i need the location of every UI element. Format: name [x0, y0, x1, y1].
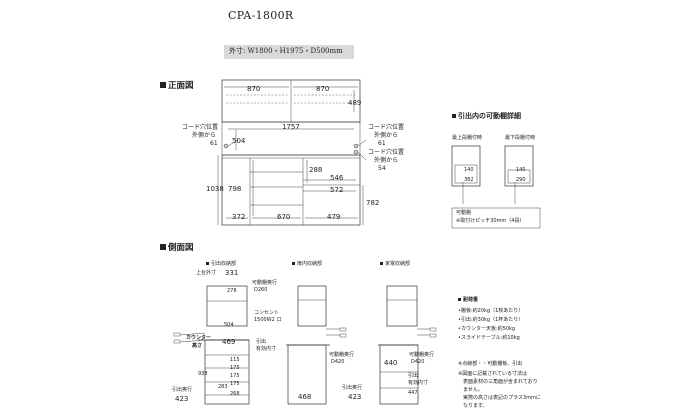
side-423b: 423 — [348, 393, 362, 401]
side-outlet-val: 1500W2 口 — [254, 317, 282, 323]
side-468: 468 — [298, 393, 312, 401]
cord-61b: 61 — [378, 140, 386, 147]
detail-290: 290 — [516, 177, 526, 183]
note-3: ません。 — [458, 387, 483, 393]
side-shelf-d2-val: D420 — [331, 359, 345, 365]
side-331: 331 — [225, 269, 239, 277]
side-top-out: 上台外寸 — [196, 270, 217, 276]
side-out-d2: 引出奥行 — [342, 385, 363, 391]
dim-288: 288 — [309, 166, 323, 174]
dim-top-left: 870 — [247, 85, 261, 93]
side-shelf-d3-val: D420 — [411, 359, 425, 365]
side-pull: 引出 — [256, 339, 267, 345]
load-item-3: •カウンター天板:約50kg — [458, 326, 516, 332]
note-4: 実際の高さは表記のプラス3mmに — [458, 395, 541, 401]
cord-outer-left: 外側から — [192, 132, 217, 139]
side-appliance-title: 家電収納部 — [380, 262, 410, 267]
note-5: なります。 — [458, 403, 488, 409]
side-447: 447 — [408, 390, 418, 396]
cord-label-right: コード穴位置 — [368, 124, 405, 131]
dim-572: 572 — [330, 186, 344, 194]
side-out-d: 引出奥行 — [172, 387, 193, 393]
side-423: 423 — [175, 395, 189, 403]
load-item-2: •引出:約30kg（1杯あたり） — [458, 317, 524, 323]
note-2: 表面素材の三角面が含まれており — [458, 379, 538, 385]
side-440: 440 — [384, 359, 398, 367]
detail-140b: 140 — [516, 167, 526, 173]
detail-140: 140 — [464, 167, 474, 173]
load-title: 耐荷重 — [458, 298, 478, 303]
side-pull3: 引出 — [408, 373, 419, 379]
side-504: 504 — [224, 322, 234, 328]
dim-479: 479 — [327, 213, 341, 221]
detail-note-2: ※取付けピッチ30mm（4段） — [456, 218, 525, 224]
size-label: 外寸: W1800・H1975・D500mm — [229, 47, 343, 55]
side-pull4: 有効内寸 — [408, 380, 429, 386]
side-115: 115 — [230, 357, 240, 363]
side-469: 469 — [222, 338, 236, 346]
side-counter2: 高さ — [192, 343, 203, 349]
detail-note-1: 可動棚 — [456, 210, 472, 216]
side-938: 938 — [198, 371, 208, 377]
dim-782: 782 — [366, 199, 380, 207]
page-title: CPA-1800R — [228, 9, 294, 22]
side-175b: 175 — [230, 373, 240, 379]
detail-382: 382 — [464, 177, 474, 183]
side-shelf-d3: 可動棚奥行 — [409, 352, 435, 358]
detail-bottom-label: 最下段棚付時 — [505, 135, 536, 141]
dim-670: 670 — [277, 213, 291, 221]
note-1: ※図面に記載されている寸法は — [458, 371, 528, 377]
dim-372: 372 — [232, 213, 246, 221]
load-item-1: •棚板:約20kg（1枚あたり） — [458, 308, 524, 314]
cord-outer-right2: 外側から — [374, 157, 399, 164]
dim-546: 546 — [330, 174, 344, 182]
cord-label-right2: コード穴位置 — [368, 149, 405, 156]
side-counter: カウンター — [186, 335, 212, 341]
cord-label-left: コード穴位置 — [182, 124, 219, 131]
cord-54: 54 — [378, 165, 386, 172]
dim-1757: 1757 — [282, 123, 300, 131]
side-pull2: 有効内寸 — [256, 346, 277, 352]
cord-outer-right: 外側から — [374, 132, 399, 139]
side-shelf-d2: 可動棚奥行 — [329, 352, 355, 358]
side-278: 278 — [227, 288, 237, 294]
front-section-title: 正面図 — [160, 82, 194, 91]
dim-top-right: 870 — [316, 85, 330, 93]
side-283: 283 — [218, 384, 228, 390]
side-shelf-d-val: D260 — [254, 287, 268, 293]
side-section-title: 側面図 — [160, 244, 194, 253]
side-175c: 175 — [230, 381, 240, 387]
side-shelf-title: 扉内収納部 — [292, 262, 322, 267]
load-item-4: •スライドテーブル:約10kg — [458, 335, 520, 341]
dim-798: 798 — [228, 185, 242, 193]
dim-504: 504 — [232, 137, 246, 145]
detail-top-label: 最上段棚付時 — [452, 135, 483, 141]
cord-61a: 61 — [210, 140, 218, 147]
side-drawer-title: 引出収納部 — [206, 262, 236, 267]
side-175: 175 — [230, 365, 240, 371]
side-outlet: コンセント — [254, 310, 280, 316]
dim-1038: 1038 — [206, 185, 224, 193]
size-box — [224, 45, 354, 59]
legend-note: ※点線部・・可動棚板、引出 — [458, 361, 523, 367]
detail-section-title: 引出内の可動棚詳細 — [452, 112, 521, 119]
side-268: 268 — [230, 391, 240, 397]
dim-489: 489 — [348, 99, 362, 107]
side-shelf-d: 可動棚奥行 — [252, 280, 278, 286]
